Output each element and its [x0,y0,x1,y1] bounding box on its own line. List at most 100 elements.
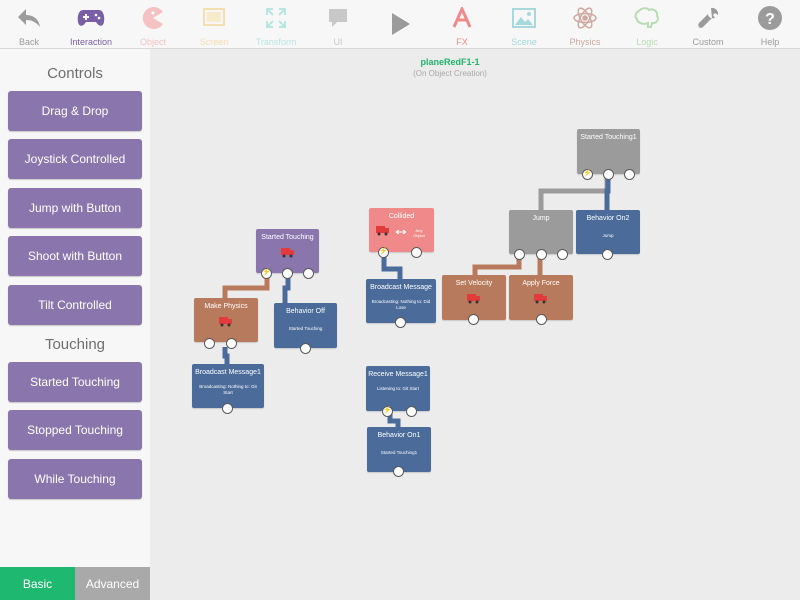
output-port[interactable] [204,338,215,349]
truck-icon [376,226,389,236]
output-port[interactable] [282,268,293,279]
joystick-controlled-button[interactable]: Joystick Controlled [8,139,142,179]
pacman-icon [137,2,169,34]
controls-heading: Controls [47,65,103,82]
play-button[interactable] [368,0,432,49]
node-subtitle: Broadcasting: Nothing to: Git Start [199,384,257,395]
play-icon [384,8,416,40]
stopped-touching-button[interactable]: Stopped Touching [8,410,142,450]
back-arrow-icon [13,2,45,34]
basic-tab[interactable]: Basic [0,567,75,600]
object-tab[interactable]: Object [121,0,185,49]
broadcast-message1-node[interactable]: Broadcast Message1 Broadcasting: Nothing… [192,364,264,408]
event-bolt-icon: ⚡ [382,406,393,417]
node-title: Behavior On1 [377,432,421,439]
advanced-tab[interactable]: Advanced [75,567,150,600]
node-title: Behavior Off [286,308,325,315]
object-name: planeRedF1-1 [420,57,480,67]
touching-heading: Touching [44,336,106,353]
output-port[interactable] [411,247,422,258]
scene-tab[interactable]: Scene [492,0,556,49]
output-port[interactable] [468,314,479,325]
broadcast-message-node[interactable]: Broadcast Message Broadcasting: Nothing … [366,279,436,323]
svg-text:?: ? [765,11,775,28]
started-touching-button[interactable]: Started Touching [8,362,142,402]
connection-wires [222,177,611,427]
output-port[interactable] [406,406,417,417]
node-title: Make Physics [204,303,248,310]
output-port[interactable] [602,249,613,260]
custom-tab[interactable]: Custom [676,0,740,49]
scene-icon [508,2,540,34]
truck-icon [534,294,547,304]
node-title: Set Velocity [455,280,493,287]
fx-tab[interactable]: FX [430,0,494,49]
receive-message1-node[interactable]: Receive Message1 Listening to: Git Start [366,366,430,411]
behavior-on1-node[interactable]: Behavior On1 Started Touching1 [367,427,431,472]
output-port[interactable] [536,314,547,325]
started-touching-node[interactable]: Started Touching [256,229,319,273]
event-bolt-icon: ⚡ [261,268,272,279]
while-touching-button[interactable]: While Touching [8,459,142,499]
screen-tab[interactable]: Screen [182,0,246,49]
back-button[interactable]: Back [0,0,61,49]
physics-tab[interactable]: Physics [553,0,617,49]
screen-icon [198,2,230,34]
node-title: Broadcast Message [370,284,432,291]
transform-tab[interactable]: Transform [244,0,308,49]
help-button[interactable]: ? Help [738,0,800,49]
node-subtitle: Started Touching [288,326,323,331]
truck-icon [281,248,294,258]
make-physics-node[interactable]: Make Physics [194,298,258,342]
output-port[interactable] [514,249,525,260]
collided-node[interactable]: Collided Any Object [369,208,434,252]
transform-icon [260,2,292,34]
output-port[interactable] [222,403,233,414]
node-subtitle: Started Touching1 [380,450,418,455]
behavior-sidebar: Controls Drag & Drop Joystick Controlled… [0,49,150,600]
output-port[interactable] [624,169,635,180]
speech-bubble-icon [322,2,354,34]
node-title: Jump [532,215,550,222]
fx-icon [446,2,478,34]
behavior-off-node[interactable]: Behavior Off Started Touching [274,303,337,348]
swap-arrows-icon [396,230,406,234]
atom-icon [569,2,601,34]
output-port[interactable] [395,317,406,328]
interaction-tab[interactable]: Interaction [59,0,123,49]
node-title: Broadcast Message1 [195,369,261,376]
ui-tab[interactable]: UI [306,0,370,49]
output-port[interactable] [300,343,311,354]
jump-with-button-button[interactable]: Jump with Button [8,188,142,228]
event-bolt-icon: ⚡ [378,247,389,258]
help-icon: ? [754,2,786,34]
output-port[interactable] [603,169,614,180]
apply-force-node[interactable]: Apply Force [509,275,573,320]
tilt-controlled-button[interactable]: Tilt Controlled [8,285,142,325]
object-event: (On Object Creation) [413,69,487,78]
output-port[interactable] [557,249,568,260]
node-subtitle: Jump [602,233,614,238]
output-port[interactable] [393,466,404,477]
drag-drop-button[interactable]: Drag & Drop [8,91,142,131]
gamepad-icon [75,2,107,34]
set-velocity-node[interactable]: Set Velocity [442,275,506,320]
node-subtitle: Any Object [413,228,425,238]
node-title: Started Touching1 [580,134,637,141]
node-title: Collided [388,213,415,220]
toolbar: Back Interaction Object Screen Transform… [0,0,800,49]
node-title: Receive Message1 [368,371,428,378]
node-title: Apply Force [522,280,560,287]
shoot-with-button-button[interactable]: Shoot with Button [8,236,142,276]
node-title: Started Touching [261,234,314,241]
node-subtitle: Broadcasting: Nothing to: Did Lose [371,299,431,310]
jump-node[interactable]: Jump [509,210,573,254]
output-port[interactable] [226,338,237,349]
output-port[interactable] [303,268,314,279]
behavior-on2-node[interactable]: Behavior On2 Jump [576,210,640,254]
behavior-canvas[interactable]: planeRedF1-1 (On Object Creation) Starte… [150,49,800,600]
logic-tab[interactable]: Logic [615,0,679,49]
truck-icon [467,294,480,304]
started-touching1-node[interactable]: Started Touching1 [577,129,640,174]
output-port[interactable] [536,249,547,260]
